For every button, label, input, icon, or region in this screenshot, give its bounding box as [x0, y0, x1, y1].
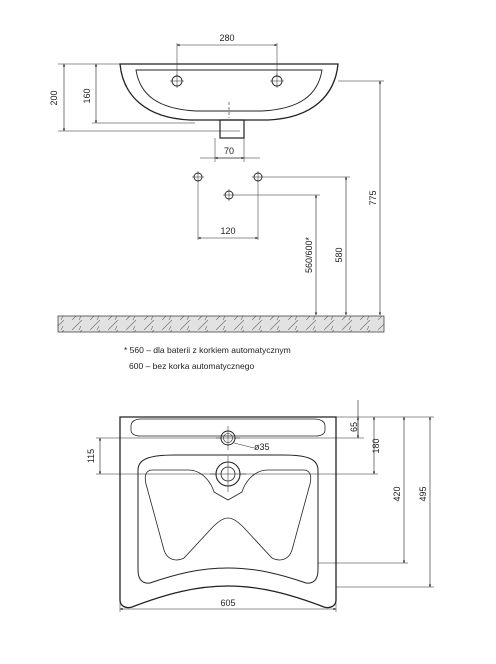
dim-width: 605 [220, 598, 235, 608]
floor-hatch [57, 315, 385, 333]
drain-stub [219, 119, 245, 139]
dim-total-depth: 495 [418, 486, 428, 501]
dim-bowl-height: 160 [82, 88, 92, 103]
pipe-point-left [192, 171, 204, 183]
drain-point [223, 189, 235, 201]
top-view-bowl [137, 454, 319, 584]
basin-outline [119, 63, 339, 121]
tap-hole-right [270, 74, 284, 88]
dim-top-height: 775 [368, 190, 378, 205]
dim-pipe-height: 580 [334, 247, 344, 262]
top-view-outline [119, 416, 337, 609]
basin-inner-outline [135, 69, 323, 112]
dim-drain-height: 560/600* [304, 236, 314, 273]
note-line-2: 600 – bez korka automatycznego [129, 361, 255, 371]
note-line-1: * 560 – dla baterii z korkiem automatycz… [124, 345, 291, 355]
top-view [96, 400, 434, 612]
dim-drain-width: 70 [224, 146, 234, 156]
tap-hole-left [170, 74, 184, 88]
dim-total-height: 200 [49, 90, 59, 105]
dim-hole-side: 115 [86, 449, 96, 463]
dim-inner-depth: 420 [392, 486, 402, 501]
dim-pipe-spacing: 120 [220, 226, 235, 236]
pipe-point-right [252, 171, 264, 183]
dim-hole-diameter: ø35 [254, 442, 270, 452]
dim-hole-spacing: 280 [219, 33, 234, 43]
dim-tap-hole-offset: 65 [349, 422, 359, 432]
dim-drain-offset: 180 [371, 438, 381, 453]
side-view [58, 43, 384, 316]
